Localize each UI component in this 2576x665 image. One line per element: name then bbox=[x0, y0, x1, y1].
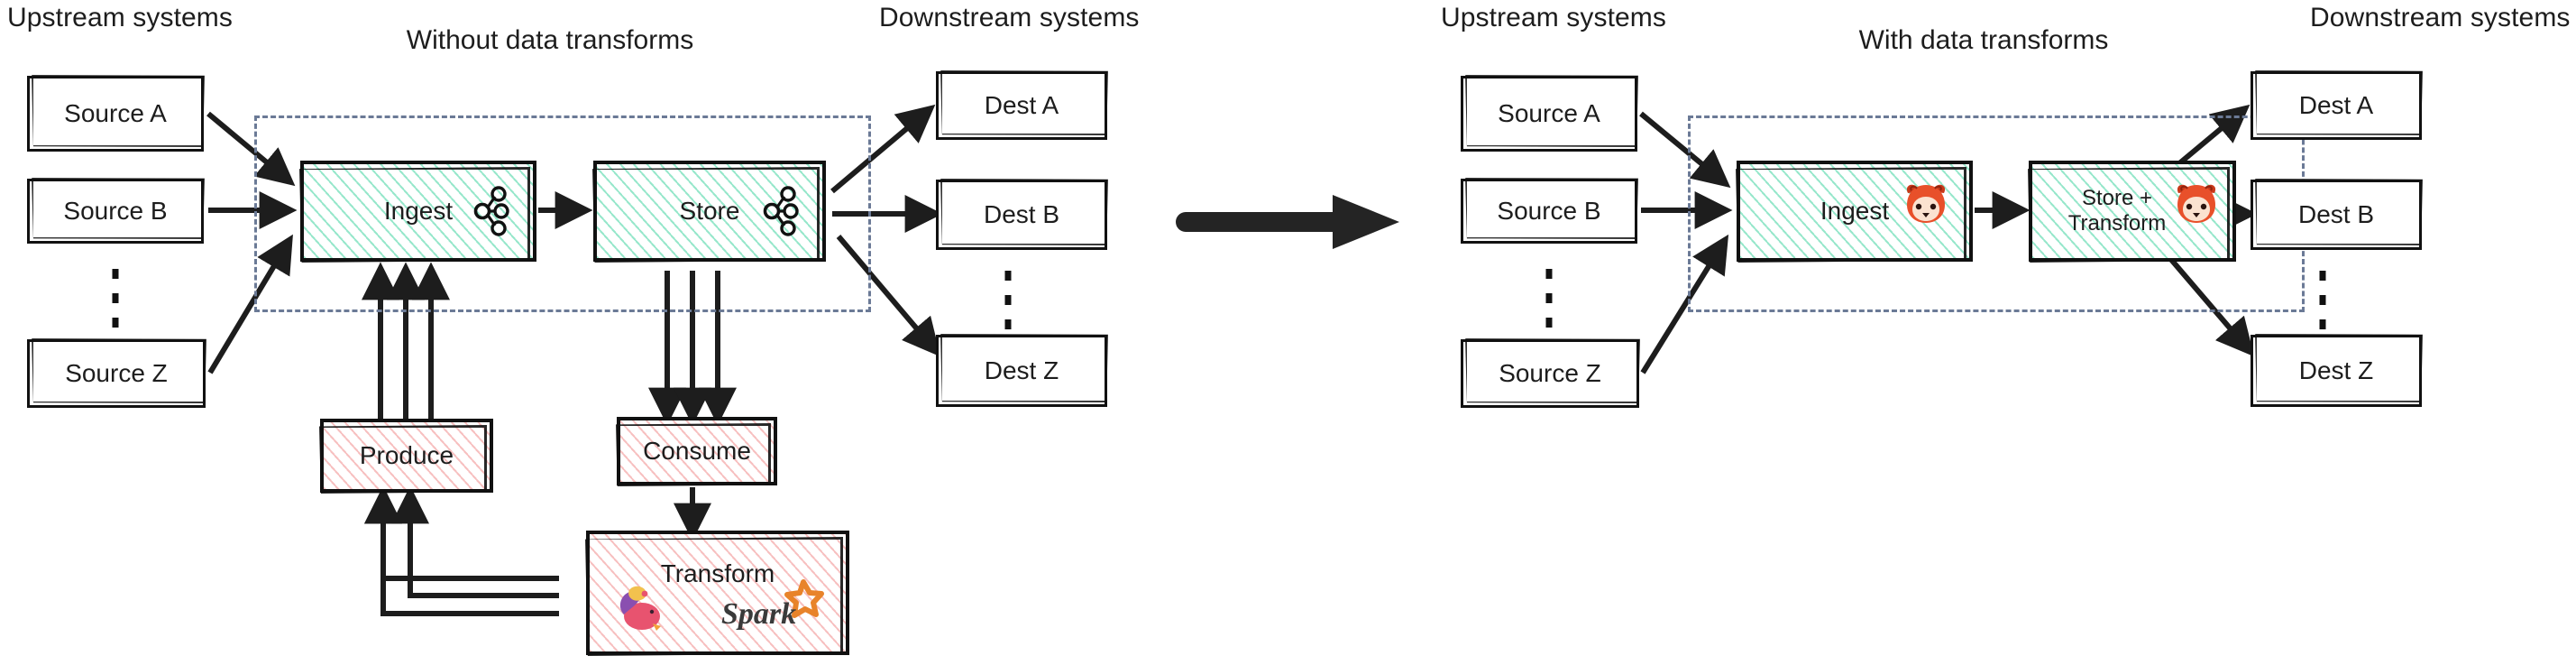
redpanda-icon bbox=[2173, 182, 2220, 232]
r-source-box-a[interactable]: Source A bbox=[1461, 76, 1637, 152]
arrow-r-sourcea-to-ingest bbox=[1639, 111, 1731, 189]
r-dest-box-b[interactable]: Dest B bbox=[2251, 180, 2422, 250]
transform-box[interactable]: Transform Spark bbox=[586, 531, 849, 655]
transition-arrow-icon bbox=[1176, 195, 1399, 249]
source-box-a[interactable]: Source A bbox=[27, 76, 204, 152]
kafka-icon bbox=[761, 186, 801, 243]
flink-squirrel-icon bbox=[611, 582, 667, 641]
left-boundary-dashed bbox=[254, 115, 871, 312]
right-upstream-label: Upstream systems bbox=[1441, 3, 1666, 32]
left-panel-title: Without data transforms bbox=[406, 25, 694, 55]
kafka-icon bbox=[472, 186, 511, 243]
ingest-box-left[interactable]: Ingest bbox=[300, 161, 536, 262]
store-box-left-label: Store bbox=[679, 196, 740, 225]
store-transform-box-right-label: Store + Transform bbox=[2067, 186, 2167, 236]
left-downstream-label: Downstream systems bbox=[879, 3, 1140, 32]
ellipsis-dots bbox=[112, 269, 2326, 332]
ingest-box-left-label: Ingest bbox=[383, 196, 454, 225]
arrow-sourcez-to-ingest bbox=[207, 234, 293, 374]
transform-box-label: Transform bbox=[660, 559, 775, 587]
right-panel-title: With data transforms bbox=[1858, 25, 2109, 55]
r-source-box-a-label: Source A bbox=[1498, 98, 1600, 127]
arrow-transform-to-produce-2 bbox=[391, 485, 559, 598]
arrow-sourcea-to-ingest bbox=[206, 111, 296, 187]
store-box-left[interactable]: Store bbox=[593, 161, 826, 262]
dest-box-b-label: Dest B bbox=[983, 199, 1060, 228]
dest-box-a[interactable]: Dest A bbox=[936, 71, 1107, 140]
arrow-transform-to-produce-3 bbox=[364, 485, 559, 616]
r-dest-box-a-label: Dest A bbox=[2298, 90, 2374, 119]
r-dest-box-a[interactable]: Dest A bbox=[2251, 71, 2422, 140]
r-dest-box-z-label: Dest Z bbox=[2298, 356, 2374, 384]
source-box-a-label: Source A bbox=[64, 98, 167, 127]
store-transform-box-right[interactable]: Store + Transform bbox=[2029, 161, 2236, 262]
source-box-b[interactable]: Source B bbox=[27, 179, 204, 244]
spark-icon: Spark bbox=[718, 578, 833, 642]
source-box-z-label: Source Z bbox=[65, 358, 168, 387]
dest-box-b[interactable]: Dest B bbox=[936, 180, 1107, 250]
arrow-r-sourcez-to-ingest bbox=[1640, 234, 1729, 374]
arrow-store-to-destz bbox=[836, 235, 941, 357]
r-source-box-b-label: Source B bbox=[1497, 196, 1601, 225]
left-upstream-label: Upstream systems bbox=[7, 3, 233, 32]
redpanda-icon bbox=[1902, 182, 1949, 232]
r-source-box-b[interactable]: Source B bbox=[1461, 179, 1637, 244]
dest-box-z[interactable]: Dest Z bbox=[936, 335, 1107, 407]
source-box-z[interactable]: Source Z bbox=[27, 339, 206, 408]
svg-text:Spark: Spark bbox=[721, 597, 796, 631]
r-dest-box-z[interactable]: Dest Z bbox=[2251, 335, 2422, 407]
ingest-box-right-label: Ingest bbox=[1820, 196, 1890, 225]
consume-box-label: Consume bbox=[643, 436, 751, 465]
source-box-b-label: Source B bbox=[63, 196, 168, 225]
ingest-box-right[interactable]: Ingest bbox=[1737, 161, 1973, 262]
r-source-box-z[interactable]: Source Z bbox=[1461, 339, 1639, 408]
dest-box-a-label: Dest A bbox=[984, 90, 1059, 119]
produce-box-label: Produce bbox=[359, 440, 454, 469]
r-source-box-z-label: Source Z bbox=[1499, 358, 1601, 387]
produce-box[interactable]: Produce bbox=[320, 419, 493, 493]
consume-box[interactable]: Consume bbox=[617, 417, 777, 485]
right-downstream-label: Downstream systems bbox=[2310, 3, 2571, 32]
arrow-store-to-desta bbox=[830, 104, 936, 194]
r-dest-box-b-label: Dest B bbox=[2297, 199, 2375, 228]
dest-box-z-label: Dest Z bbox=[984, 356, 1059, 384]
